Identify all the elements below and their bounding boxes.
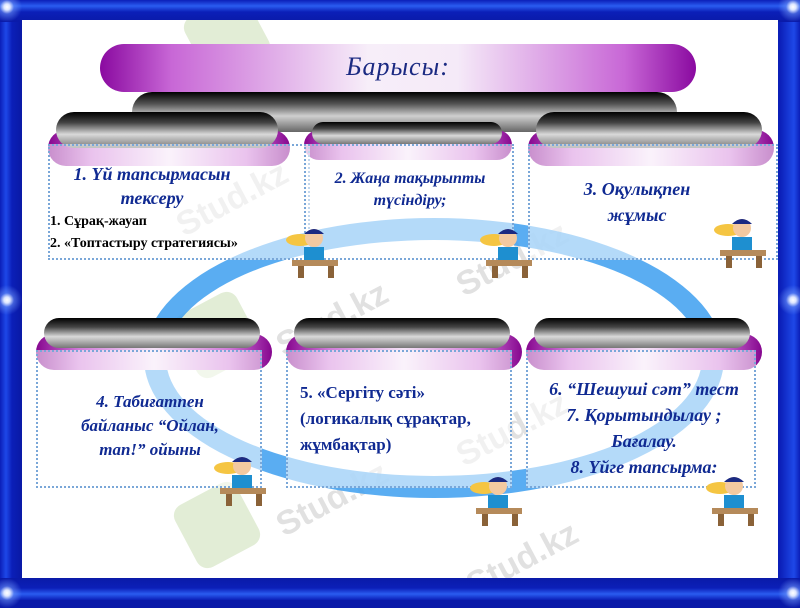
title-bar (100, 44, 696, 92)
slide-canvas: Stud.kz Stud.kz Stud.kz Stud.kz Stud.kz … (22, 20, 778, 578)
sparkle-icon (0, 0, 22, 22)
step-6-line4: 8. Үйге тапсырма: (570, 457, 718, 477)
step-6-title: 6. “Шешуші сәт” тест 7. Қорытындылау ; Б… (522, 376, 766, 480)
sparkle-icon (0, 578, 22, 608)
step-1-sub2: 2. «Топтастыру стратегиясы» (50, 236, 238, 251)
student-at-desk-icon (470, 477, 522, 526)
step-5-line2: (логикалық сұрақтар, (300, 409, 471, 428)
step-4-title: 4. Табиғатпен байланыс “Ойлан, тап!” ойы… (40, 390, 260, 462)
student-at-desk-icon (286, 229, 338, 278)
sparkle-icon (0, 285, 22, 315)
frame-bottom (0, 578, 800, 600)
step-4-line1: 4. Табиғатпен (96, 392, 204, 411)
step-2-header-dark (312, 122, 502, 144)
step-4-line2: байланыс “Ойлан, (81, 416, 219, 435)
step-1-title: 1. Үй тапсырмасын тексеру (48, 162, 256, 210)
frame-top (0, 0, 800, 22)
step-4-line3: тап!” ойыны (99, 440, 201, 459)
step-1-box (48, 144, 310, 260)
student-at-desk-icon (214, 457, 266, 506)
step-1-line2: тексеру (120, 188, 184, 208)
step-2-line1: 2. Жаңа тақырыпты (334, 170, 486, 187)
sparkle-icon (778, 0, 800, 22)
sparkle-icon (778, 578, 800, 608)
step-4-header-dark (44, 318, 260, 348)
step-5-line3: жұмбақтар) (300, 435, 392, 454)
step-3-title: 3. Оқулықпен жұмыс (532, 176, 742, 228)
step-3-header-dark (536, 112, 762, 148)
step-6-box (526, 350, 756, 488)
step-3-line1: 3. Оқулықпен (583, 179, 691, 199)
step-6-line2: 7. Қорытындылау ; (566, 405, 722, 425)
step-5-box (286, 350, 512, 488)
step-5-line1: 5. «Сергіту сәті» (300, 383, 425, 402)
page-title: Барысы: (346, 52, 450, 81)
step-2-line2: түсіндіру; (373, 192, 447, 209)
student-at-desk-icon (706, 477, 758, 526)
step-6-line1: 6. “Шешуші сәт” тест (549, 379, 739, 399)
step-3-line2: жұмыс (607, 205, 667, 225)
step-2-box (304, 144, 514, 260)
sparkle-icon (778, 285, 800, 315)
student-at-desk-icon (480, 229, 532, 278)
student-at-desk-icon (714, 219, 766, 268)
step-5-title: 5. «Сергіту сәті» (логикалық сұрақтар, ж… (300, 380, 471, 458)
step-6-line3: Бағалау. (611, 431, 677, 451)
step-1-line1: 1. Үй тапсырмасын (73, 164, 231, 184)
step-1-sub1: 1. Сұрақ-жауап (50, 214, 147, 229)
step-5-header-dark (294, 318, 510, 348)
step-6-header-dark (534, 318, 750, 348)
step-2-title: 2. Жаңа тақырыпты түсіндіру; (308, 168, 512, 212)
step-1-header-dark (56, 112, 278, 148)
